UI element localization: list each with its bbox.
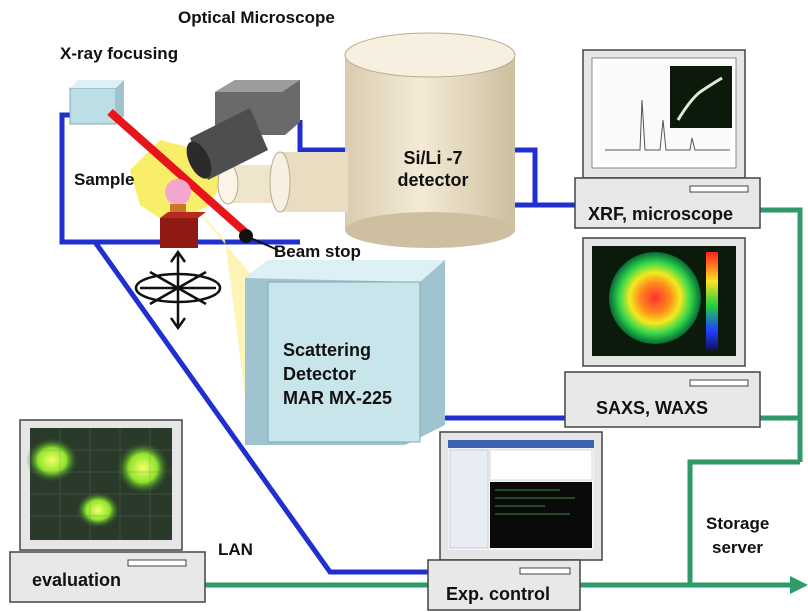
sample-assembly bbox=[160, 179, 206, 248]
saxs-computer-label: SAXS, WAXS bbox=[596, 398, 709, 418]
xray-focusing-label: X-ray focusing bbox=[60, 44, 179, 63]
optical-microscope bbox=[186, 80, 300, 180]
storage-arrow-head bbox=[790, 576, 808, 594]
scattering-detector bbox=[245, 260, 445, 445]
exp-control-computer bbox=[427, 431, 603, 611]
xray-focusing-optic bbox=[69, 80, 124, 125]
beam-stop bbox=[239, 229, 279, 251]
xrf-computer-label: XRF, microscope bbox=[588, 204, 734, 224]
storage-server-label-line2: server bbox=[712, 538, 764, 557]
evaluation-computer-label: evaluation bbox=[32, 570, 122, 590]
xray-beam bbox=[107, 109, 248, 235]
scattering-detector-label-line2: Detector bbox=[283, 364, 357, 384]
sili-detector-label-line1: Si/Li -7 bbox=[403, 148, 463, 168]
scattering-detector-label-line3: MAR MX-225 bbox=[283, 388, 393, 408]
evaluation-computer bbox=[9, 419, 206, 603]
motion-arrows-icon bbox=[134, 249, 222, 331]
lan-label: LAN bbox=[218, 540, 253, 559]
sample-label: Sample bbox=[74, 170, 135, 189]
beam-stop-label: Beam stop bbox=[274, 242, 361, 261]
sili-detector bbox=[217, 32, 516, 248]
storage-network-lines bbox=[200, 207, 803, 588]
scattering-detector-label-line1: Scattering bbox=[283, 340, 372, 360]
optical-microscope-label: Optical Microscope bbox=[178, 8, 335, 27]
saxs-computer bbox=[564, 237, 761, 428]
exp-control-computer-label: Exp. control bbox=[446, 584, 551, 604]
sili-detector-label-line2: detector bbox=[397, 170, 469, 190]
storage-server-label-line1: Storage bbox=[706, 514, 770, 533]
xrf-computer bbox=[574, 49, 761, 229]
xrf-spectrum bbox=[605, 99, 730, 151]
